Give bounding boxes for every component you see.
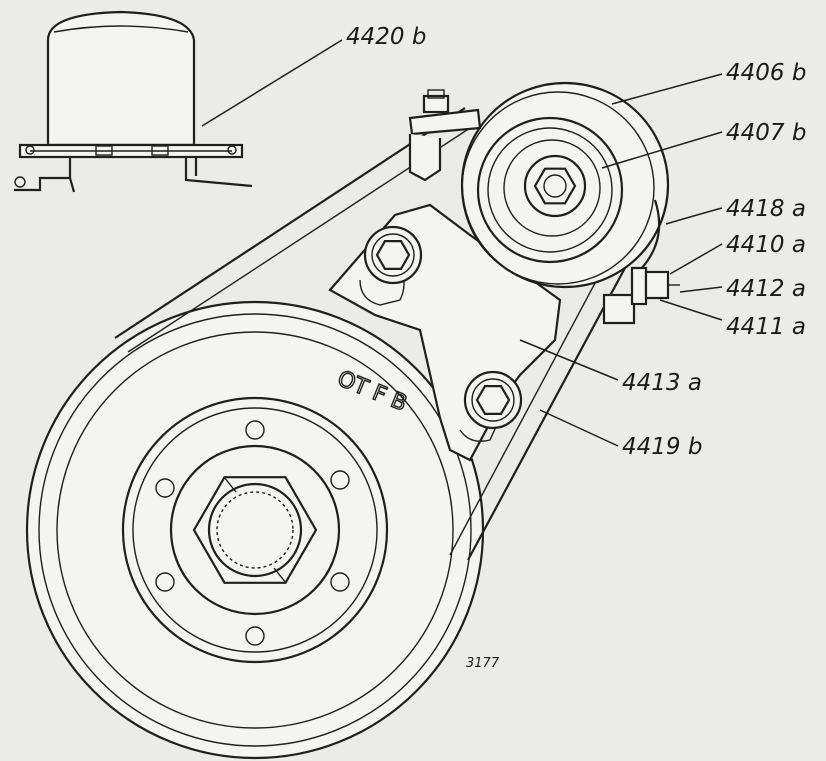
leader-4419b [539, 409, 619, 447]
shaft-end [207, 482, 303, 578]
bracket-left [14, 157, 76, 193]
clamp-nut [644, 270, 670, 300]
bracket-lower-slot [459, 399, 509, 442]
base-screw-left [25, 145, 35, 155]
callout-4420b: 4420 b [346, 24, 426, 50]
crank-pulley: OT F B [25, 300, 485, 760]
base-screw-right [227, 145, 237, 155]
bracket-nut [14, 176, 26, 188]
generator-top-clamp [408, 89, 482, 182]
leader-4407b [601, 131, 723, 169]
belt-lower-inner [449, 239, 619, 556]
leader-4418a [665, 207, 723, 225]
callout-4419b: 4419 b [622, 434, 702, 460]
bolt-hole-bottom [245, 626, 265, 646]
nut-flat-line-2 [273, 567, 287, 584]
lower-bolt [463, 370, 523, 430]
upper-bolt [363, 225, 423, 285]
leader-4410a [669, 243, 723, 275]
leader-4406b [611, 73, 723, 105]
callout-4407b: 4407 b [726, 120, 806, 146]
leader-4420b [201, 39, 343, 127]
hub-collar [169, 444, 341, 616]
generator-pulley-groove [487, 127, 613, 253]
clamp-strap [639, 199, 661, 271]
pulley-groove-outer [38, 313, 472, 747]
leader-lines [201, 39, 723, 447]
bolt-hole-upper-left [155, 478, 175, 498]
base-tab-1 [95, 145, 113, 156]
generator [408, 81, 680, 325]
bolt-hole-upper-right [330, 470, 350, 490]
leader-4412a [679, 286, 723, 293]
callout-4411a: 4411 a [726, 314, 806, 340]
canister-top-seam [53, 25, 189, 33]
pulley-hub-ring [121, 396, 389, 664]
callout-4412a: 4412 a [726, 276, 806, 302]
bolt-hole-lower-left [155, 572, 175, 592]
belt-lower-outer [467, 239, 641, 561]
leader-4411a [659, 299, 723, 321]
generator-side-clamp [602, 199, 680, 325]
base-tab-2 [151, 145, 169, 156]
generator-hex-nut [533, 167, 577, 205]
callout-labels: 4420 b 4406 b 4407 b 4418 a 4410 a 4412 … [346, 24, 806, 671]
shaft-knurl [216, 491, 294, 569]
generator-shaft [543, 174, 567, 198]
callout-4406b: 4406 b [726, 60, 806, 86]
leader-4413a [519, 339, 619, 381]
generator-body-edge [461, 91, 655, 285]
bolt-hole-lower-right [330, 572, 350, 592]
generator-pulley-groove-2 [503, 139, 601, 237]
canister-inset [14, 10, 253, 193]
nut-flat-line-1 [223, 476, 237, 493]
callout-4418a: 4418 a [726, 196, 806, 222]
belt-upper-outer [114, 107, 466, 339]
callout-4413a: 4413 a [622, 370, 702, 396]
tensioner-bracket [328, 203, 562, 462]
bolt-hole-top [245, 420, 265, 440]
figure-number: 3177 [466, 656, 500, 671]
canister-body [46, 10, 196, 147]
clamp-block [602, 293, 636, 325]
pulley-groove-inner [56, 331, 454, 729]
bracket-right [184, 157, 253, 188]
clamp-washer [630, 266, 648, 306]
pulley-hub-step [132, 407, 378, 653]
callout-4410a: 4410 a [726, 232, 806, 258]
